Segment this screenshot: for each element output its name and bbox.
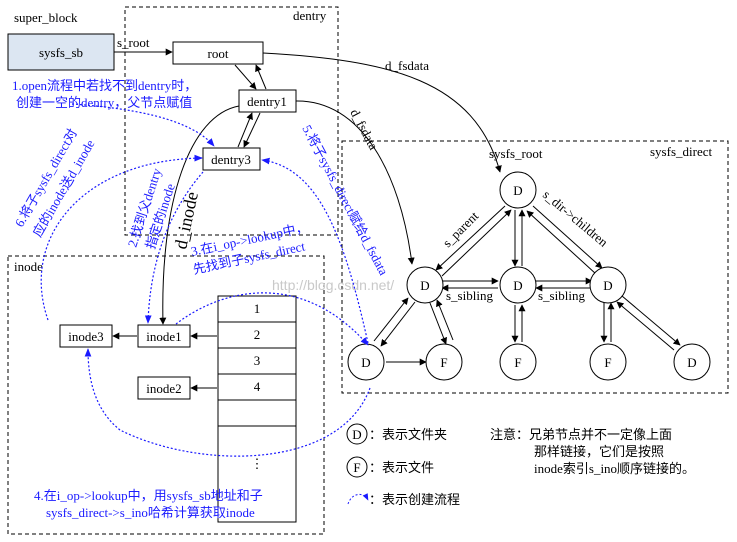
step1-line1: 1.open流程中若找不到dentry时， <box>12 78 197 93</box>
step4-line1: 4.在i_op->lookup中，用sysfs_sb地址和子 <box>34 488 263 503</box>
table-row: 3 <box>254 353 261 368</box>
d-fsdata-child-arrow <box>295 100 415 265</box>
dentry3-box <box>202 147 261 171</box>
dentry-region-label: dentry <box>293 8 327 23</box>
dir-node <box>499 266 537 304</box>
svg-text:D: D <box>420 278 429 293</box>
table-row: 1 <box>254 301 261 316</box>
svg-text:F: F <box>604 355 611 370</box>
s-root-label: s_root <box>117 35 150 50</box>
dentry1-label: dentry1 <box>247 94 287 109</box>
step1-line2: 创建一空的dentry，父节点赋值 <box>16 95 192 110</box>
s-dir-children-label: s_dir->children <box>540 187 611 250</box>
note-line2: 那样链接，它们是按照 <box>534 444 664 459</box>
sysfs-sb-box <box>7 33 115 71</box>
svg-text:F: F <box>514 355 521 370</box>
svg-text:F: F <box>440 355 447 370</box>
legend-f-text: ：表示文件 <box>369 460 434 475</box>
sysfs-root-label: sysfs_root <box>489 146 543 161</box>
inode-table <box>217 295 297 523</box>
table-row: 2 <box>254 327 261 342</box>
inode-region-label: inode <box>14 259 43 274</box>
legend-f-symbol: F <box>353 460 360 475</box>
d-fsdata-root-arrow <box>262 52 502 173</box>
file-node <box>499 343 537 381</box>
legend-flow-text: ：表示创建流程 <box>369 492 460 507</box>
sysfs-tree: s_parent s_dir->children s_sibling s_sib… <box>347 171 711 381</box>
sysfs-direct-region-label: sysfs_direct <box>650 144 712 159</box>
s-sibling-label-2: s_sibling <box>538 288 585 303</box>
inode1-label: inode1 <box>146 329 181 344</box>
d-fsdata-label-1: d_fsdata <box>385 58 429 73</box>
super-block-label: super_block <box>14 10 78 25</box>
svg-text:D: D <box>603 278 612 293</box>
creation-flow <box>40 103 371 457</box>
svg-text:D: D <box>687 355 696 370</box>
inode1-box <box>137 324 191 348</box>
sysfs-root-node <box>499 171 537 209</box>
dir-node <box>589 266 627 304</box>
d-inode-arrow <box>159 105 240 325</box>
sysfs-sb-label: sysfs_sb <box>39 45 83 60</box>
svg-text:D: D <box>361 355 370 370</box>
legend-d-symbol: D <box>352 427 361 442</box>
dentry-region <box>124 6 339 236</box>
svg-text:D: D <box>513 183 522 198</box>
watermark: http://blog.csdn.net/ <box>272 277 394 293</box>
dir-node <box>406 266 444 304</box>
note-line1: 注意：兄弟节点并不一定像上面 <box>490 427 672 442</box>
table-row: 4 <box>254 379 261 394</box>
inode-region <box>7 255 325 535</box>
file-node <box>425 343 463 381</box>
dir-node <box>673 343 711 381</box>
inode2-label: inode2 <box>146 381 181 396</box>
table-row-ellipsis: ⋮ <box>251 456 264 471</box>
root-dentry-label: root <box>208 46 229 61</box>
step4-line2: sysfs_direct->s_ino哈希计算获取inode <box>46 505 255 520</box>
d-fsdata-label-2: d_fsdata <box>347 106 381 152</box>
file-node <box>589 343 627 381</box>
svg-text:D: D <box>513 278 522 293</box>
note-line3: inode索引s_ino顺序链接的。 <box>534 461 695 476</box>
inode3-box <box>59 324 113 348</box>
sysfs-direct-region <box>341 140 729 394</box>
legend: D ：表示文件夹 F ：表示文件 ：表示创建流程 <box>346 423 460 507</box>
s-sibling-label-1: s_sibling <box>446 288 493 303</box>
legend-d-text: ：表示文件夹 <box>369 427 447 442</box>
inode2-box <box>137 376 191 400</box>
inode3-label: inode3 <box>68 329 103 344</box>
dentry3-label: dentry3 <box>211 152 251 167</box>
